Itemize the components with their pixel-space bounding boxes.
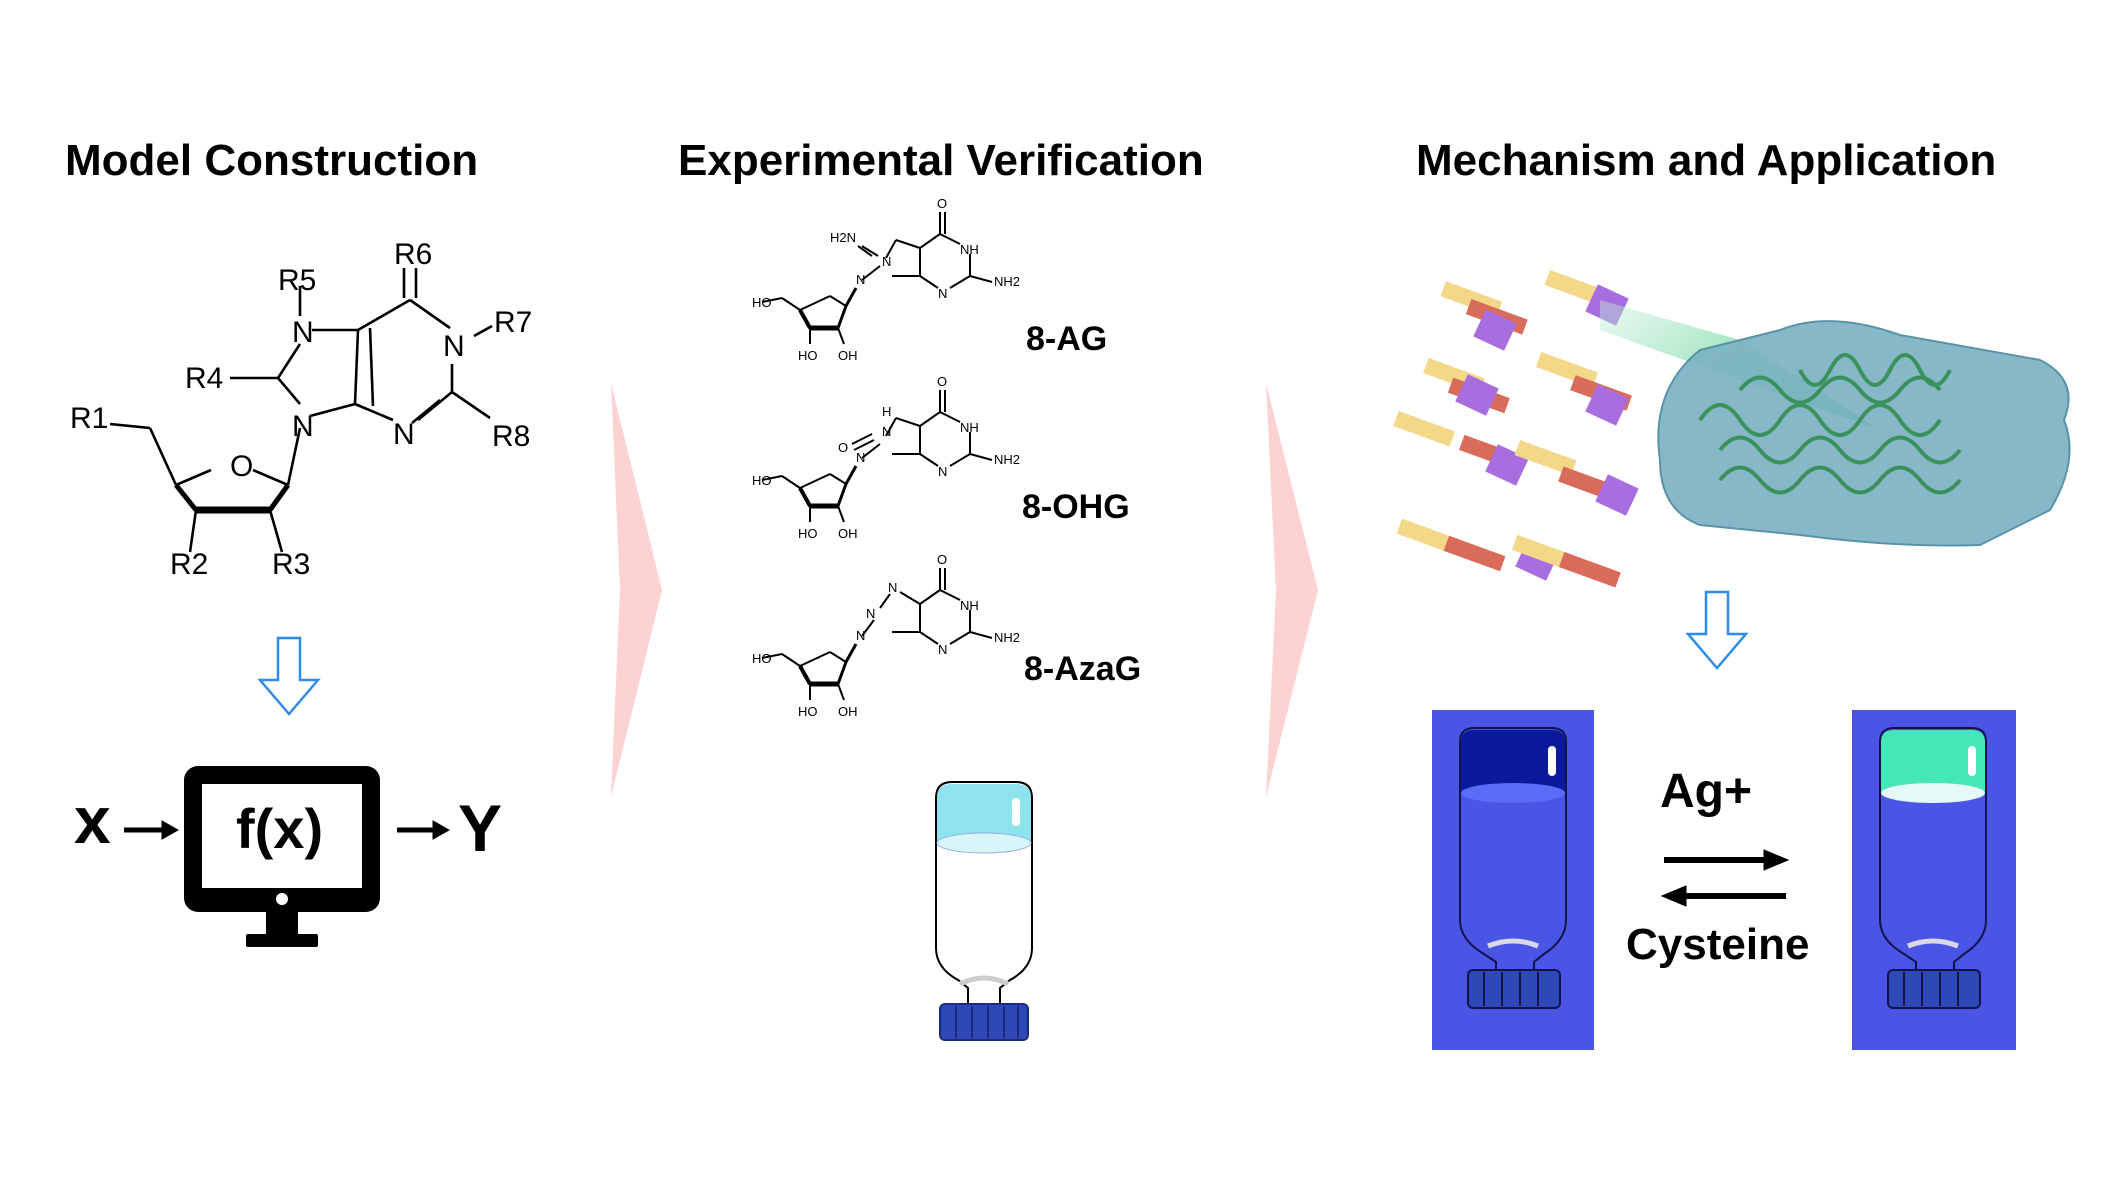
svg-text:OH: OH <box>838 526 858 541</box>
svg-text:N: N <box>938 464 947 479</box>
svg-text:N: N <box>888 580 897 595</box>
svg-text:HO: HO <box>798 348 818 363</box>
compound-label-8-ag: 8-AG <box>1026 320 1108 358</box>
svg-text:O: O <box>937 552 947 567</box>
monitor-icon <box>184 766 380 947</box>
gel-block-icon <box>1657 320 2071 547</box>
label-r3: R3 <box>272 548 310 581</box>
label-r8: R8 <box>492 420 530 453</box>
structure-8-azag: HO HO OH N N N O NH N NH2 <box>752 552 1020 719</box>
svg-text:NH: NH <box>960 242 979 257</box>
svg-text:N: N <box>882 424 891 439</box>
label-r2: R2 <box>170 548 208 581</box>
svg-text:HO: HO <box>752 651 772 666</box>
atom-n1: N <box>443 330 465 363</box>
svg-text:O: O <box>937 374 947 389</box>
svg-text:O: O <box>838 440 848 455</box>
svg-text:N: N <box>856 628 865 643</box>
svg-text:HO: HO <box>798 704 818 719</box>
svg-text:H: H <box>882 404 891 419</box>
title-mechanism-application: Mechanism and Application <box>1416 136 1997 185</box>
label-r4: R4 <box>185 362 223 395</box>
compound-label-8-ohg: 8-OHG <box>1022 488 1130 526</box>
svg-text:HO: HO <box>798 526 818 541</box>
svg-text:N: N <box>938 642 947 657</box>
svg-text:HO: HO <box>752 295 772 310</box>
svg-text:NH2: NH2 <box>994 452 1020 467</box>
svg-text:N: N <box>882 254 891 269</box>
svg-text:NH2: NH2 <box>994 630 1020 645</box>
vial-icon <box>935 781 1033 1041</box>
svg-text:N: N <box>866 606 875 621</box>
svg-text:N: N <box>856 272 865 287</box>
atom-n7: N <box>292 316 314 349</box>
svg-text:NH2: NH2 <box>994 274 1020 289</box>
vial-green-gel <box>1879 727 1987 1009</box>
svg-text:OH: OH <box>838 704 858 719</box>
reagent-ag-label: Ag+ <box>1660 765 1753 818</box>
model-output-y: Y <box>458 791 503 865</box>
label-r5: R5 <box>278 264 316 297</box>
molecular-stack-illustration <box>1393 270 1639 588</box>
model-function-label: f(x) <box>236 797 324 860</box>
svg-text:N: N <box>856 450 865 465</box>
model-input-x: x <box>74 783 111 857</box>
vial-dark-gel <box>1459 727 1567 1009</box>
title-experimental-verification: Experimental Verification <box>678 136 1204 185</box>
generic-structure-labels: O N N N N R1 R2 R3 R4 R5 R6 R7 R8 <box>70 238 532 581</box>
label-r6: R6 <box>394 238 432 271</box>
reaction-arrows-icon <box>1660 849 1790 907</box>
chevron-arrow-icon <box>611 383 662 797</box>
svg-text:H2N: H2N <box>830 230 856 245</box>
atom-n9: N <box>292 410 314 443</box>
compound-label-8-azag: 8-AzaG <box>1024 650 1142 688</box>
down-arrow-icon-2 <box>1685 590 1749 670</box>
svg-text:N: N <box>938 286 947 301</box>
chevron-arrow-icon-2 <box>1266 383 1318 797</box>
label-r1: R1 <box>70 402 108 435</box>
structure-8-ag: HO HO OH N N H2N O NH N NH2 <box>752 196 1020 363</box>
title-model-construction: Model Construction <box>65 136 479 185</box>
svg-text:OH: OH <box>838 348 858 363</box>
svg-text:O: O <box>937 196 947 211</box>
svg-text:NH: NH <box>960 420 979 435</box>
reagent-cysteine-label: Cysteine <box>1626 920 1810 969</box>
atom-o: O <box>230 450 253 483</box>
svg-text:HO: HO <box>752 473 772 488</box>
down-arrow-icon <box>257 636 321 716</box>
label-r7: R7 <box>494 306 532 339</box>
svg-text:NH: NH <box>960 598 979 613</box>
atom-n3: N <box>393 418 415 451</box>
generic-nucleoside-structure <box>109 268 493 553</box>
model-arrows <box>124 820 451 840</box>
structure-8-ohg: HO HO OH N H N O O NH N NH2 <box>752 374 1020 541</box>
